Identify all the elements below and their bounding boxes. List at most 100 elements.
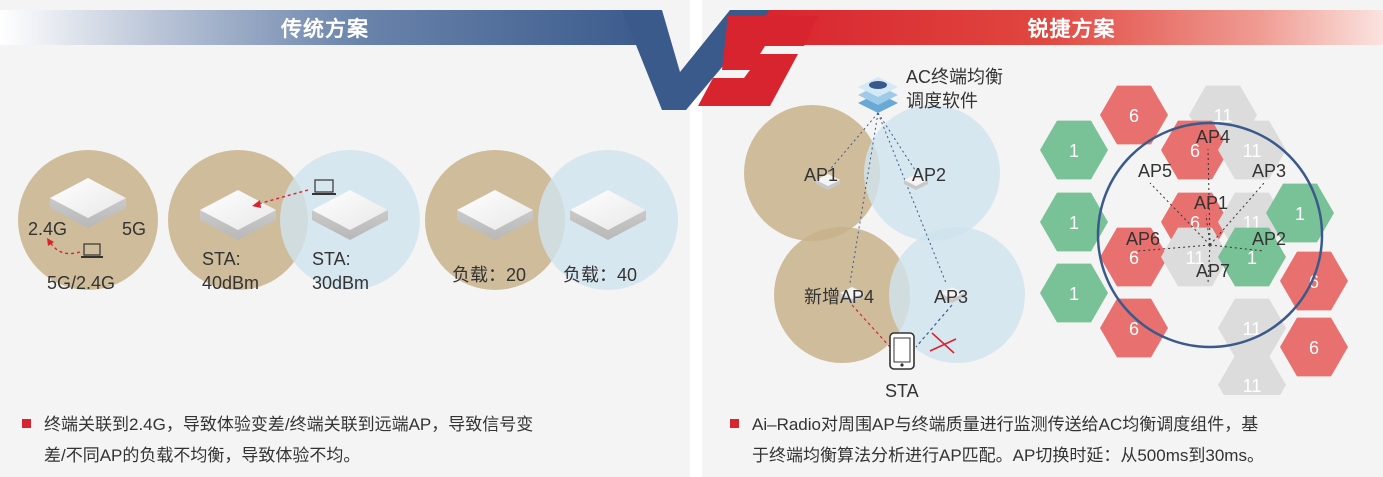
channel-number-label: 6: [1309, 338, 1319, 358]
vs-letter-s: [698, 16, 818, 106]
hex-ap-label: AP7: [1196, 261, 1230, 281]
arrow-head: [252, 200, 261, 208]
traditional-header: 传统方案: [0, 10, 650, 45]
scene-far-ap: STA: 40dBm STA: 30dBm: [168, 150, 420, 293]
band-24g-label: 2.4G: [28, 219, 67, 239]
ap-link: [1205, 214, 1211, 246]
smartphone-icon: [889, 332, 915, 370]
access-point-icon: [816, 174, 840, 190]
channel-hex-cell: [1040, 263, 1108, 323]
ap3-label: AP3: [934, 287, 968, 307]
ap-link: [1209, 182, 1265, 246]
hex-ap-label: AP6: [1126, 229, 1160, 249]
client-band-label: 5G/2.4G: [47, 273, 115, 293]
ap-link: [1149, 182, 1211, 246]
ap1-coverage: [744, 105, 880, 241]
hex-ap-label: AP3: [1252, 161, 1286, 181]
sta-far-label: STA:: [312, 249, 351, 269]
channel-number-label: 1: [1247, 248, 1257, 268]
ap-link: [1209, 244, 1265, 252]
traditional-bullet: 终端关联到2.4G，导致体验变差/终端关联到远端AP，导致信号变 差/不同AP的…: [22, 409, 690, 471]
ruijie-bullet: Ai–Radio对周围AP与终端质量进行监测传送给AC均衡调度组件，基 于终端均…: [730, 409, 1383, 471]
access-point-icon: [50, 178, 126, 228]
channel-number-label: 1: [1069, 141, 1079, 161]
channel-hex-cell: [1100, 85, 1168, 145]
ap-link: [1207, 148, 1211, 246]
software-stack-icon: [858, 77, 898, 113]
sta-near-value: 40dBm: [202, 273, 259, 293]
laptop-icon: [312, 179, 336, 195]
access-point-icon: [570, 190, 646, 240]
channel-number-label: 6: [1190, 213, 1200, 233]
ap2-label: AP2: [912, 165, 946, 185]
hex-ap-label: AP1: [1194, 193, 1228, 213]
channel-hex-cell: [1218, 298, 1286, 358]
channel-hex-cell: [1100, 227, 1168, 287]
traditional-bullet-line1: 终端关联到2.4G，导致体验变差/终端关联到远端AP，导致信号变: [44, 415, 534, 434]
software-label-line1: AC终端均衡: [906, 67, 1003, 87]
channel-number-label: 11: [1243, 319, 1262, 339]
channel-hex-cell: [1161, 227, 1229, 287]
traditional-illustration: 2.4G 5G 5G/2.4G: [18, 150, 678, 293]
coverage-ring: [1096, 121, 1324, 349]
arrow-head: [47, 238, 54, 246]
scene-band-steering: 2.4G 5G 5G/2.4G: [18, 150, 158, 293]
disconnect-mark-icon: [929, 332, 957, 354]
control-links: [826, 112, 947, 284]
band-5g-label: 5G: [122, 219, 146, 239]
hex-ap-label: AP4: [1196, 127, 1230, 147]
load-label-1: 负载：20: [452, 265, 526, 285]
channel-number-label: 6: [1129, 248, 1139, 268]
traditional-bullet-line2: 差/不同AP的负载不均衡，导致体验不均。: [44, 446, 361, 465]
access-point-icon: [940, 287, 964, 303]
channel-hex-cell: [1100, 298, 1168, 358]
ap1-label: AP1: [804, 165, 838, 185]
channel-hex-cell: [1280, 251, 1348, 311]
sta-far-value: 30dBm: [312, 273, 369, 293]
channel-hex-cell: [1218, 120, 1286, 180]
load-label-2: 负载：40: [563, 265, 637, 285]
channel-number-label: 6: [1190, 141, 1200, 161]
association-arrow: [257, 189, 309, 205]
ruijie-bullet-line2: 于终端均衡算法分析进行AP匹配。AP切换时延：从500ms到30ms。: [752, 446, 1264, 465]
access-point-icon: [840, 287, 864, 303]
channel-hex-cell: [1218, 227, 1286, 287]
channel-hex-cell: [1218, 355, 1286, 395]
channel-number-label: 1: [1295, 204, 1305, 224]
channel-hex-cell: [1040, 192, 1108, 252]
access-point-icon: [312, 190, 388, 240]
channel-number-label: 6: [1309, 272, 1319, 292]
access-point-icon: [457, 190, 533, 240]
channel-number-label: 6: [1129, 319, 1139, 339]
channel-number-label: 1: [1069, 284, 1079, 304]
traditional-header-title: 传统方案: [281, 17, 369, 41]
scene-load-imbalance: 负载：20 负载：40: [425, 150, 678, 290]
sta-label: STA: [885, 381, 919, 401]
bullet-marker: [22, 419, 31, 428]
ruijie-header: 锐捷方案: [760, 10, 1383, 45]
association-arrow: [49, 241, 81, 255]
channel-number-label: 11: [1214, 106, 1233, 126]
channel-number-label: 11: [1243, 141, 1262, 161]
channel-hex-cell: [1280, 317, 1348, 377]
channel-number-label: 11: [1186, 248, 1205, 268]
vs-logo: [622, 10, 818, 110]
access-point-icon: [904, 174, 928, 190]
channel-number-label: 11: [1243, 376, 1262, 395]
ap2-coverage: [864, 105, 1000, 241]
ruijie-topology: AC终端均衡 调度软件 AP1 AP2 新增AP4 AP3: [744, 67, 1025, 401]
ruijie-bullet-line1: Ai–Radio对周围AP与终端质量进行监测传送给AC均衡调度组件，基: [752, 415, 1259, 434]
laptop-icon: [81, 243, 103, 258]
software-label-line2: 调度软件: [906, 91, 978, 111]
bullet-marker: [730, 419, 739, 428]
ruijie-header-title: 锐捷方案: [1027, 17, 1116, 41]
ap-link: [1137, 244, 1211, 252]
channel-hex-cell: [1040, 120, 1108, 180]
new-ap4-label: 新增AP4: [804, 287, 874, 307]
channel-number-label: 1: [1069, 213, 1079, 233]
channel-number-label: 6: [1129, 106, 1139, 126]
sta-near-label: STA:: [202, 249, 241, 269]
ap-link: [1207, 244, 1211, 284]
